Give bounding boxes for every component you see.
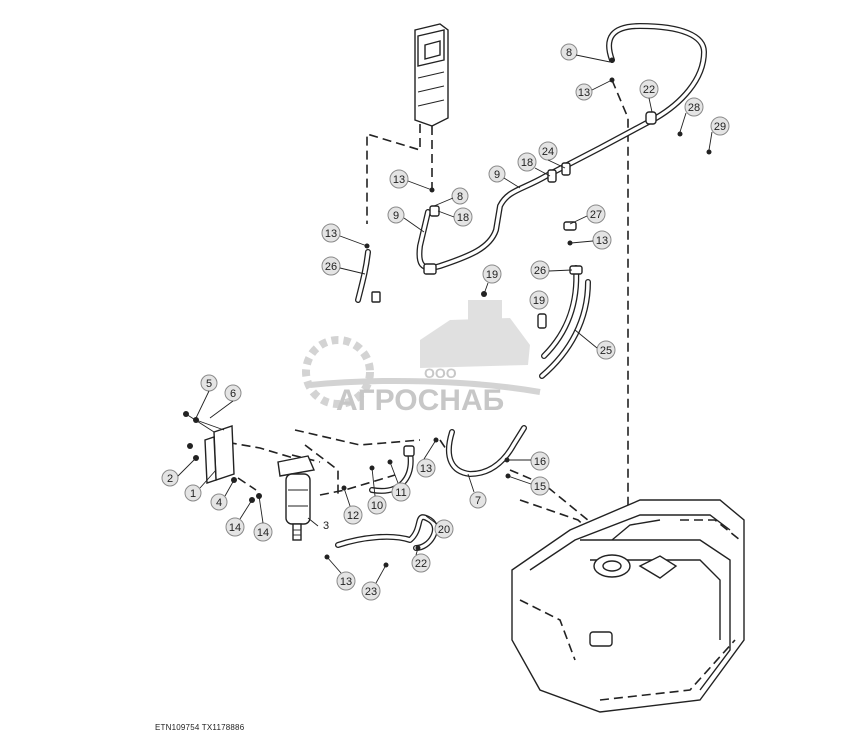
svg-text:13: 13 (325, 228, 337, 240)
callout-8-top: 8 (560, 43, 578, 61)
fuel-filter (277, 455, 315, 541)
svg-text:13: 13 (340, 576, 352, 588)
callout-18-mid: 18 (517, 152, 537, 172)
svg-text:26: 26 (534, 265, 546, 277)
callout-27: 27 (586, 204, 606, 224)
svg-text:16: 16 (534, 456, 546, 468)
callout-22-top: 22 (639, 79, 659, 99)
svg-text:25: 25 (600, 345, 612, 357)
callout-10: 10 (367, 495, 387, 515)
callout-24: 24 (538, 141, 558, 161)
callout-4: 4 (210, 493, 228, 511)
svg-text:28: 28 (688, 102, 700, 114)
callout-26-left: 26 (321, 256, 341, 276)
label-3: 3 (323, 520, 329, 532)
callout-19: 19 (482, 264, 502, 284)
svg-text:24: 24 (542, 146, 554, 158)
callout-22-low: 22 (411, 553, 431, 573)
callout-13-a: 13 (389, 169, 409, 189)
svg-text:14: 14 (257, 527, 269, 539)
svg-text:7: 7 (475, 495, 481, 507)
svg-text:27: 27 (590, 209, 602, 221)
callout-9-left: 9 (387, 206, 405, 224)
svg-text:8: 8 (457, 191, 463, 203)
svg-text:19: 19 (486, 269, 498, 281)
callout-9-mid: 9 (488, 165, 506, 183)
svg-text:18: 18 (521, 157, 533, 169)
figure-code-footer: ETN109754 TX1178886 (155, 723, 245, 732)
svg-text:4: 4 (216, 497, 222, 509)
svg-text:5: 5 (206, 378, 212, 390)
callout-25: 25 (596, 340, 616, 360)
callout-29: 29 (710, 116, 730, 136)
callout-8-mid: 8 (451, 187, 469, 205)
callout-12: 12 (343, 505, 363, 525)
callout-14-a: 14 (225, 517, 245, 537)
svg-text:12: 12 (347, 510, 359, 522)
svg-text:13: 13 (393, 174, 405, 186)
callout-18-left: 18 (453, 207, 473, 227)
clamps-and-fittings (324, 57, 712, 568)
svg-text:22: 22 (643, 84, 655, 96)
callout-13-bottom: 13 (336, 571, 356, 591)
callout-13-low: 13 (416, 458, 436, 478)
callout-11: 11 (391, 482, 411, 502)
svg-text:15: 15 (534, 481, 546, 493)
callout-7: 7 (469, 491, 487, 509)
callout-13-top: 13 (575, 83, 593, 101)
svg-text:13: 13 (578, 87, 590, 99)
svg-text:11: 11 (395, 487, 406, 499)
svg-text:22: 22 (415, 558, 427, 570)
svg-text:20: 20 (438, 524, 450, 536)
callout-28: 28 (684, 97, 704, 117)
assembly-dashed-lines (213, 79, 629, 541)
watermark-company: АГРОСНАБ (336, 384, 504, 417)
callout-5: 5 (200, 374, 218, 392)
mounting-bracket (183, 411, 262, 503)
agrosnab-watermark: ООО АГРОСНАБ (302, 300, 541, 417)
svg-text:13: 13 (596, 235, 608, 247)
svg-text:1: 1 (190, 488, 196, 500)
callout-2: 2 (161, 469, 179, 487)
svg-text:6: 6 (230, 388, 236, 400)
svg-text:14: 14 (229, 522, 241, 534)
callout-23: 23 (361, 581, 381, 601)
svg-text:8: 8 (566, 47, 572, 59)
callout-26-right: 26 (530, 260, 550, 280)
callout-19-right: 19 (529, 290, 549, 310)
svg-text:18: 18 (457, 212, 469, 224)
svg-text:2: 2 (167, 473, 173, 485)
fuel-cooler (414, 23, 449, 127)
svg-text:13: 13 (420, 463, 432, 475)
callout-13-left: 13 (321, 223, 341, 243)
callout-20: 20 (434, 519, 454, 539)
svg-text:9: 9 (393, 210, 399, 222)
callout-15: 15 (530, 476, 550, 496)
svg-text:29: 29 (714, 121, 726, 133)
svg-text:10: 10 (371, 500, 383, 512)
svg-text:19: 19 (533, 295, 545, 307)
svg-text:9: 9 (494, 169, 500, 181)
svg-text:23: 23 (365, 586, 377, 598)
callouts: 8 13 22 28 29 24 18 9 13 8 9 18 13 26 19… (161, 43, 730, 601)
callout-13-right: 13 (592, 230, 612, 250)
watermark-prefix: ООО (424, 365, 457, 381)
svg-text:26: 26 (325, 261, 337, 273)
callout-14-b: 14 (253, 522, 273, 542)
fuel-tank (511, 499, 745, 713)
callout-16: 16 (530, 451, 550, 471)
callout-6: 6 (224, 384, 242, 402)
callout-1: 1 (184, 484, 202, 502)
